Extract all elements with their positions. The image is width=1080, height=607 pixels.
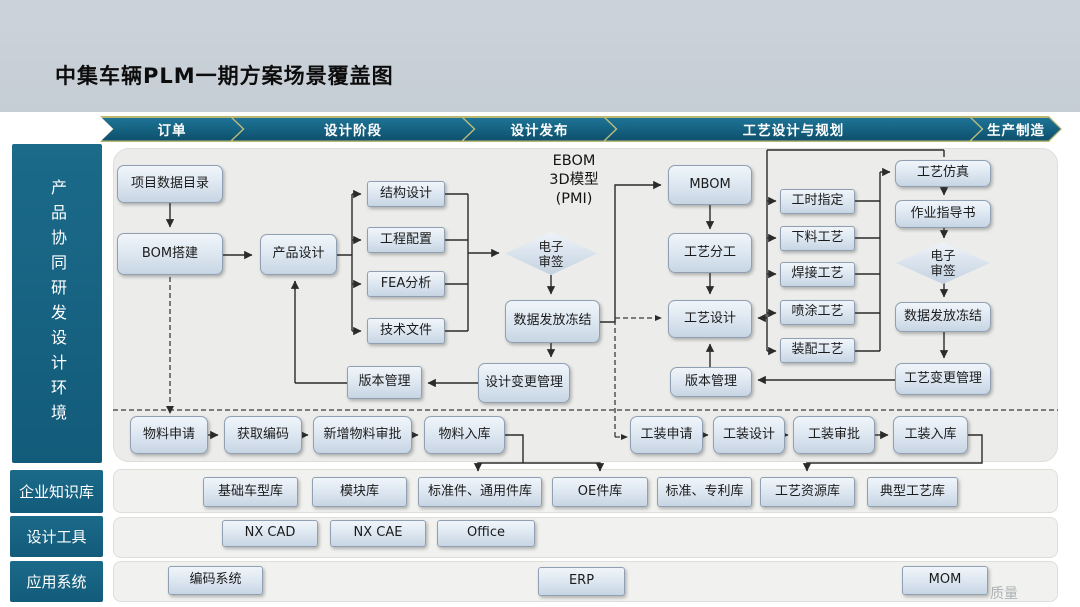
lib-module: 模块库 xyxy=(312,477,407,507)
system-coding: 编码系统 xyxy=(168,566,263,595)
node-process-simulation: 工艺仿真 xyxy=(895,160,991,187)
tool-nx-cad: NX CAD xyxy=(222,520,318,547)
phase-process-planning: 工艺设计与规划 xyxy=(604,116,983,142)
phase-production: 生产制造 xyxy=(970,116,1062,142)
sidebar-design-tools: 设计工具 xyxy=(10,516,103,557)
node-process-design: 工艺设计 xyxy=(668,300,752,338)
node-tooling-request: 工装申请 xyxy=(630,416,703,454)
node-process-change-mgmt: 工艺变更管理 xyxy=(895,363,991,395)
lib-standard-patent: 标准、专利库 xyxy=(657,477,752,507)
system-mom: MOM xyxy=(902,566,988,595)
node-assembly-process: 装配工艺 xyxy=(780,338,855,363)
phase-label: 设计发布 xyxy=(464,118,616,141)
watermark: 质量 xyxy=(990,586,1018,602)
sidebar-app-systems: 应用系统 xyxy=(10,561,103,602)
phase-order: 订单 xyxy=(100,116,244,142)
node-engineering-config: 工程配置 xyxy=(367,227,445,253)
phase-label: 生产制造 xyxy=(972,118,1061,141)
tool-office: Office xyxy=(437,520,535,547)
node-cutting-process: 下料工艺 xyxy=(780,226,855,251)
node-fea-analysis: FEA分析 xyxy=(367,271,445,297)
node-welding-process: 焊接工艺 xyxy=(780,262,855,287)
node-work-instruction: 作业指导书 xyxy=(895,200,991,228)
node-bom-build: BOM搭建 xyxy=(117,233,223,275)
phase-label: 设计阶段 xyxy=(233,118,474,141)
phase-label: 工艺设计与规划 xyxy=(606,118,982,141)
node-material-request: 物料申请 xyxy=(130,416,208,454)
node-get-code: 获取编码 xyxy=(224,416,302,454)
title-band xyxy=(0,0,1080,112)
node-new-material-approval: 新增物料审批 xyxy=(313,416,412,454)
phase-design-stage: 设计阶段 xyxy=(231,116,475,142)
node-data-release-freeze-2: 数据发放冻结 xyxy=(895,302,991,332)
sidebar-knowledge-base: 企业知识库 xyxy=(10,470,103,513)
lib-oe-parts: OE件库 xyxy=(552,477,648,507)
phase-design-release: 设计发布 xyxy=(462,116,617,142)
node-design-change-mgmt: 设计变更管理 xyxy=(478,363,570,403)
node-mbom: MBOM xyxy=(668,165,752,205)
lib-standard-common-parts: 标准件、通用件库 xyxy=(418,477,542,507)
node-tooling-design: 工装设计 xyxy=(713,416,785,454)
label-ebom-3d-pmi: EBOM 3D模型 (PMI) xyxy=(549,153,599,207)
node-version-mgmt-1: 版本管理 xyxy=(347,366,422,399)
node-version-mgmt-2: 版本管理 xyxy=(670,367,752,397)
sidebar-rnd-environment: 产品协同研发设计环境 xyxy=(12,144,102,463)
node-painting-process: 喷涂工艺 xyxy=(780,300,855,325)
node-material-storage: 物料入库 xyxy=(424,416,505,454)
page-title: 中集车辆PLM一期方案场景覆盖图 xyxy=(55,64,394,88)
node-data-release-freeze-1: 数据发放冻结 xyxy=(505,300,600,343)
lib-process-resource: 工艺资源库 xyxy=(760,477,855,507)
node-tooling-storage: 工装入库 xyxy=(893,416,968,454)
node-hour-assign: 工时指定 xyxy=(780,189,855,214)
lib-typical-process: 典型工艺库 xyxy=(867,477,958,507)
node-process-division: 工艺分工 xyxy=(668,233,752,273)
phase-label: 订单 xyxy=(102,118,243,141)
node-project-data-catalog: 项目数据目录 xyxy=(117,165,223,203)
node-tooling-approval: 工装审批 xyxy=(793,416,875,454)
node-product-design: 产品设计 xyxy=(260,234,337,275)
system-erp: ERP xyxy=(538,567,625,596)
node-structure-design: 结构设计 xyxy=(367,181,445,207)
tool-nx-cae: NX CAE xyxy=(330,520,426,547)
lib-base-vehicle: 基础车型库 xyxy=(203,477,298,507)
node-tech-docs: 技术文件 xyxy=(367,318,445,344)
